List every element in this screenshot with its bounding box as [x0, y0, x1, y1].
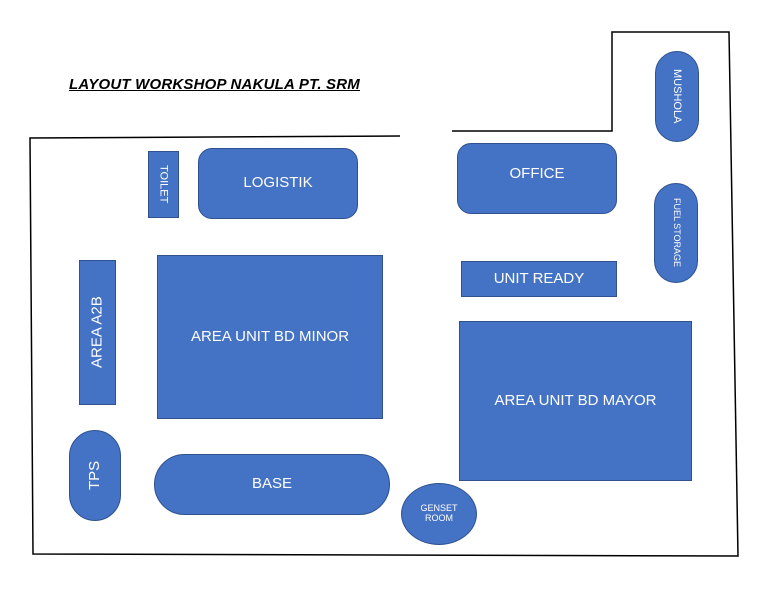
area-a2b: AREA A2B [79, 260, 116, 405]
area-bd-minor-label: AREA UNIT BD MINOR [190, 327, 350, 345]
fuel-storage-area: FUEL STORAGE [654, 183, 698, 283]
unit-ready-area: UNIT READY [461, 261, 617, 297]
toilet-area: TOILET [148, 151, 179, 218]
logistik-label: LOGISTIK [243, 174, 313, 192]
area-bd-minor: AREA UNIT BD MINOR [157, 255, 383, 419]
toilet-label: TOILET [157, 165, 170, 204]
genset-room-label: GENSET ROOM [420, 503, 458, 523]
unit-ready-label: UNIT READY [493, 269, 585, 287]
fuel-storage-label: FUEL STORAGE [671, 198, 682, 268]
office-area: OFFICE [457, 143, 617, 214]
area-bd-mayor: AREA UNIT BD MAYOR [459, 321, 692, 481]
logistik-area: LOGISTIK [198, 148, 358, 219]
tps-area: TPS [69, 430, 121, 521]
office-label: OFFICE [509, 165, 565, 182]
area-bd-mayor-label: AREA UNIT BD MAYOR [494, 391, 657, 409]
genset-room-area: GENSET ROOM [401, 483, 477, 545]
diagram-title: LAYOUT WORKSHOP NAKULA PT. SRM [69, 76, 360, 93]
area-a2b-label: AREA A2B [88, 296, 106, 369]
base-label: BASE [251, 475, 293, 493]
tps-label: TPS [85, 460, 103, 491]
base-area: BASE [154, 454, 390, 515]
mushola-area: MUSHOLA [655, 51, 699, 142]
mushola-label: MUSHOLA [671, 69, 684, 124]
